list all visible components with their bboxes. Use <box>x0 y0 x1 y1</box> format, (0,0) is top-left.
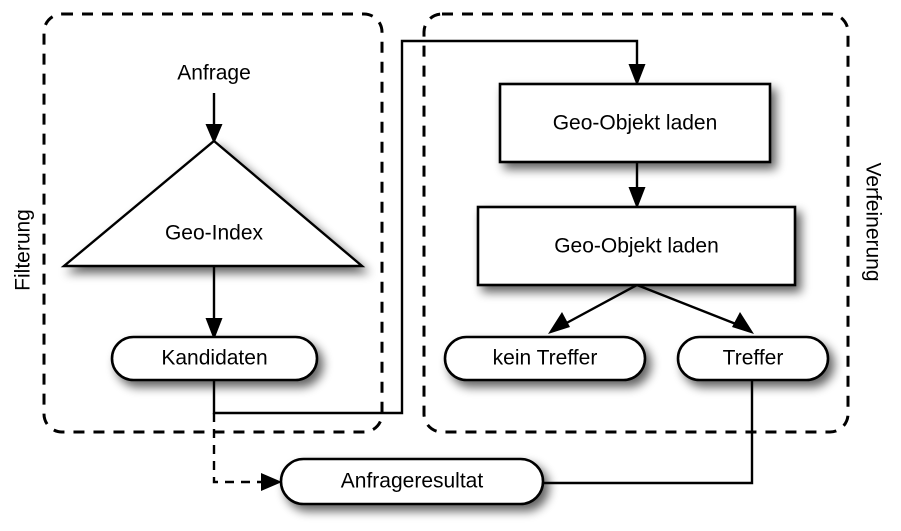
group-verfeinerung-border <box>422 12 850 434</box>
node-kein-treffer[interactable]: kein Treffer <box>443 335 647 382</box>
node-geo-objekt-laden-1[interactable]: Geo-Objekt laden <box>498 82 772 164</box>
arrowhead-icon <box>205 318 223 340</box>
node-kandidaten-label: Kandidaten <box>161 347 267 370</box>
arrowhead-icon <box>628 187 646 209</box>
group-filterung: Filterung <box>12 12 384 434</box>
group-filterung-label: Filterung <box>12 209 35 291</box>
node-geo-index-label: Geo-Index <box>165 222 264 245</box>
arrowhead-icon <box>732 312 754 334</box>
node-geo-objekt-laden-1-label: Geo-Objekt laden <box>553 112 718 135</box>
node-geo-objekt-laden-2[interactable]: Geo-Objekt laden <box>476 205 797 287</box>
edge-geo-objekt-2-to-kein-treffer <box>548 283 638 334</box>
node-treffer-label: Treffer <box>723 347 784 370</box>
node-treffer[interactable]: Treffer <box>676 335 830 382</box>
node-kandidaten[interactable]: Kandidaten <box>110 335 319 382</box>
node-geo-index[interactable]: Geo-Index <box>60 139 366 268</box>
edge-geo-objekt-2-to-treffer <box>636 283 754 334</box>
edge-anfrage-to-geo-index <box>205 93 223 144</box>
group-filterung-border <box>42 12 384 434</box>
edge-geo-index-to-kandidaten <box>205 266 223 340</box>
node-geo-objekt-laden-2-label: Geo-Objekt laden <box>554 235 719 258</box>
node-anfrage: Anfrage <box>177 62 251 85</box>
node-kein-treffer-label: kein Treffer <box>493 347 598 370</box>
group-verfeinerung-label: Verfeinerung <box>861 162 884 281</box>
arrowhead-icon <box>628 64 646 86</box>
node-anfrageresultat-label: Anfrageresultat <box>341 470 484 493</box>
edge-kandidaten-to-geo-objekt-1 <box>212 39 646 415</box>
arrowhead-icon <box>261 473 282 491</box>
arrowhead-icon <box>548 312 570 334</box>
arrowhead-icon <box>205 124 223 144</box>
edge-geo-objekt-1-to-geo-objekt-2 <box>628 162 646 209</box>
group-verfeinerung: Verfeinerung <box>422 12 884 434</box>
edge-kandidaten-to-anfrageresultat <box>212 413 282 491</box>
edge-treffer-to-anfrageresultat <box>540 380 754 485</box>
node-anfrage-label: Anfrage <box>177 62 251 85</box>
node-anfrageresultat[interactable]: Anfrageresultat <box>279 457 545 506</box>
